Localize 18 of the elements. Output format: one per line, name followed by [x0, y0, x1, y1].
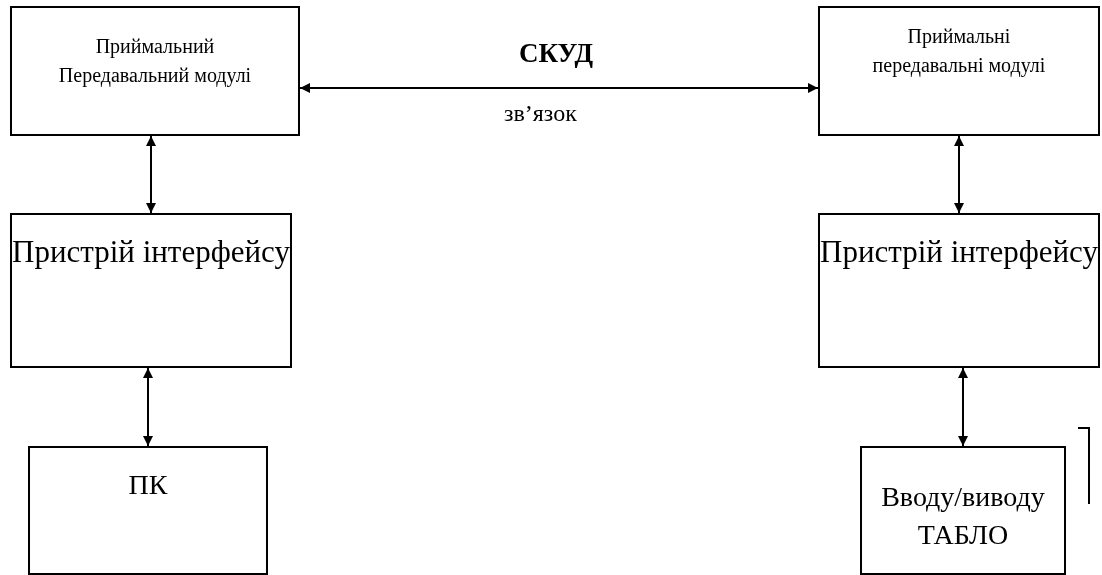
- box-label: ТАБЛО: [917, 517, 1009, 552]
- box-label: Пристрій інтерфейсу: [12, 233, 290, 271]
- arrow: [958, 367, 968, 447]
- arrow: [954, 135, 964, 214]
- process-box: [10, 6, 300, 136]
- process-box: [860, 446, 1066, 575]
- process-box: [28, 446, 268, 575]
- box-label: Пристрій інтерфейсу: [820, 233, 1098, 271]
- box-label: ПК: [128, 468, 168, 502]
- box-label: Приймальні передавальні модулі: [871, 24, 1047, 79]
- process-box: [818, 6, 1100, 136]
- box-label: Приймальний Передавальний модулі: [57, 34, 253, 89]
- arrow: [146, 135, 156, 214]
- process-box: [818, 213, 1100, 368]
- process-box: [10, 213, 292, 368]
- box-label: Вводу/виводу: [881, 480, 1045, 514]
- arrow: [143, 367, 153, 447]
- arrow: [299, 83, 819, 93]
